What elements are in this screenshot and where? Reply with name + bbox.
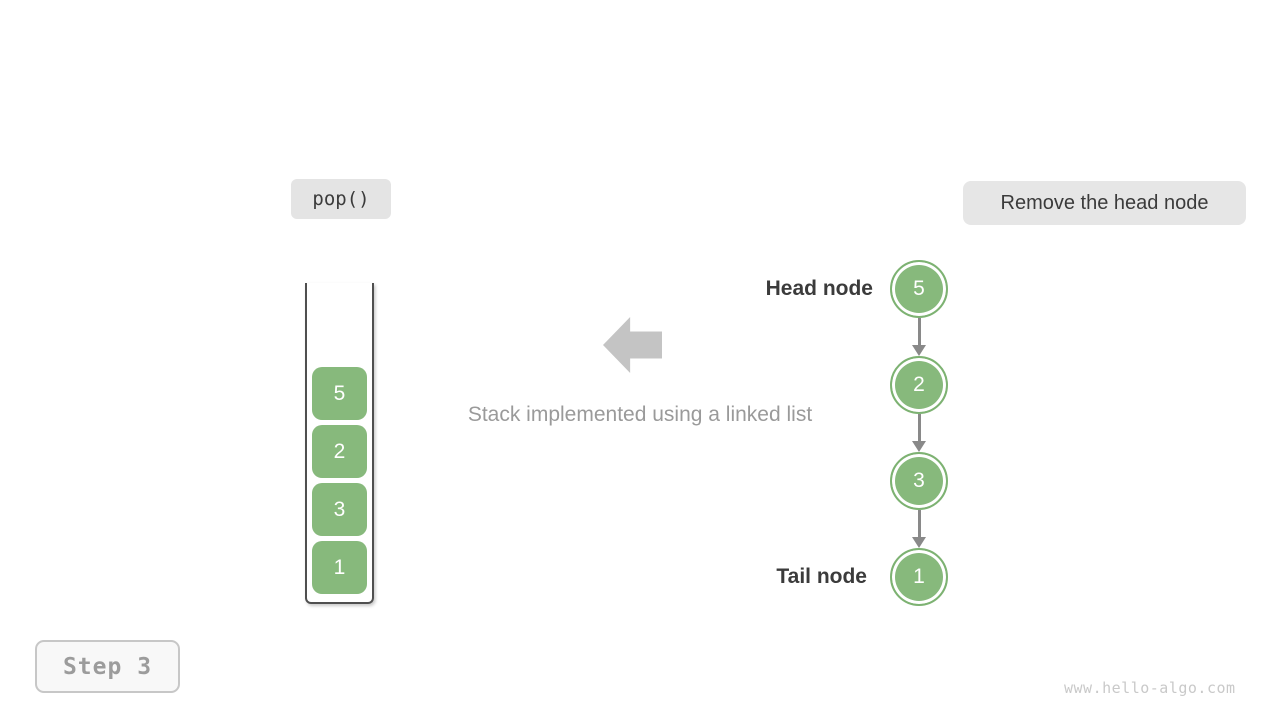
arrow-down-connector: [905, 414, 933, 452]
stack-container: 5 2 3 1: [305, 283, 374, 604]
action-description-badge: Remove the head node: [963, 181, 1246, 225]
arrowhead-down-icon: [912, 345, 926, 356]
arrow-down-connector: [905, 510, 933, 548]
stack-item: 3: [312, 483, 367, 536]
linked-list-node: 2: [890, 356, 948, 414]
caption-text: Stack implemented using a linked list: [467, 403, 813, 426]
stack-item-bottom: 1: [312, 541, 367, 594]
left-block-arrow-icon: [603, 317, 662, 373]
connector-line: [917, 318, 921, 345]
linked-list-node-head: 5: [890, 260, 948, 318]
stack-item-top: 5: [312, 367, 367, 420]
connector-line: [917, 510, 921, 537]
pop-operation-badge: pop(): [291, 179, 391, 219]
connector-line: [917, 414, 921, 441]
arrowhead-down-icon: [912, 537, 926, 548]
stack-item: 2: [312, 425, 367, 478]
head-node-label: Head node: [765, 277, 873, 300]
linked-list-node-tail: 1: [890, 548, 948, 606]
watermark: www.hello-algo.com: [1064, 679, 1236, 697]
linked-list-node: 3: [890, 452, 948, 510]
arrowhead-down-icon: [912, 441, 926, 452]
tail-node-label: Tail node: [776, 565, 867, 588]
step-indicator: Step 3: [35, 640, 180, 693]
arrow-down-connector: [905, 318, 933, 356]
